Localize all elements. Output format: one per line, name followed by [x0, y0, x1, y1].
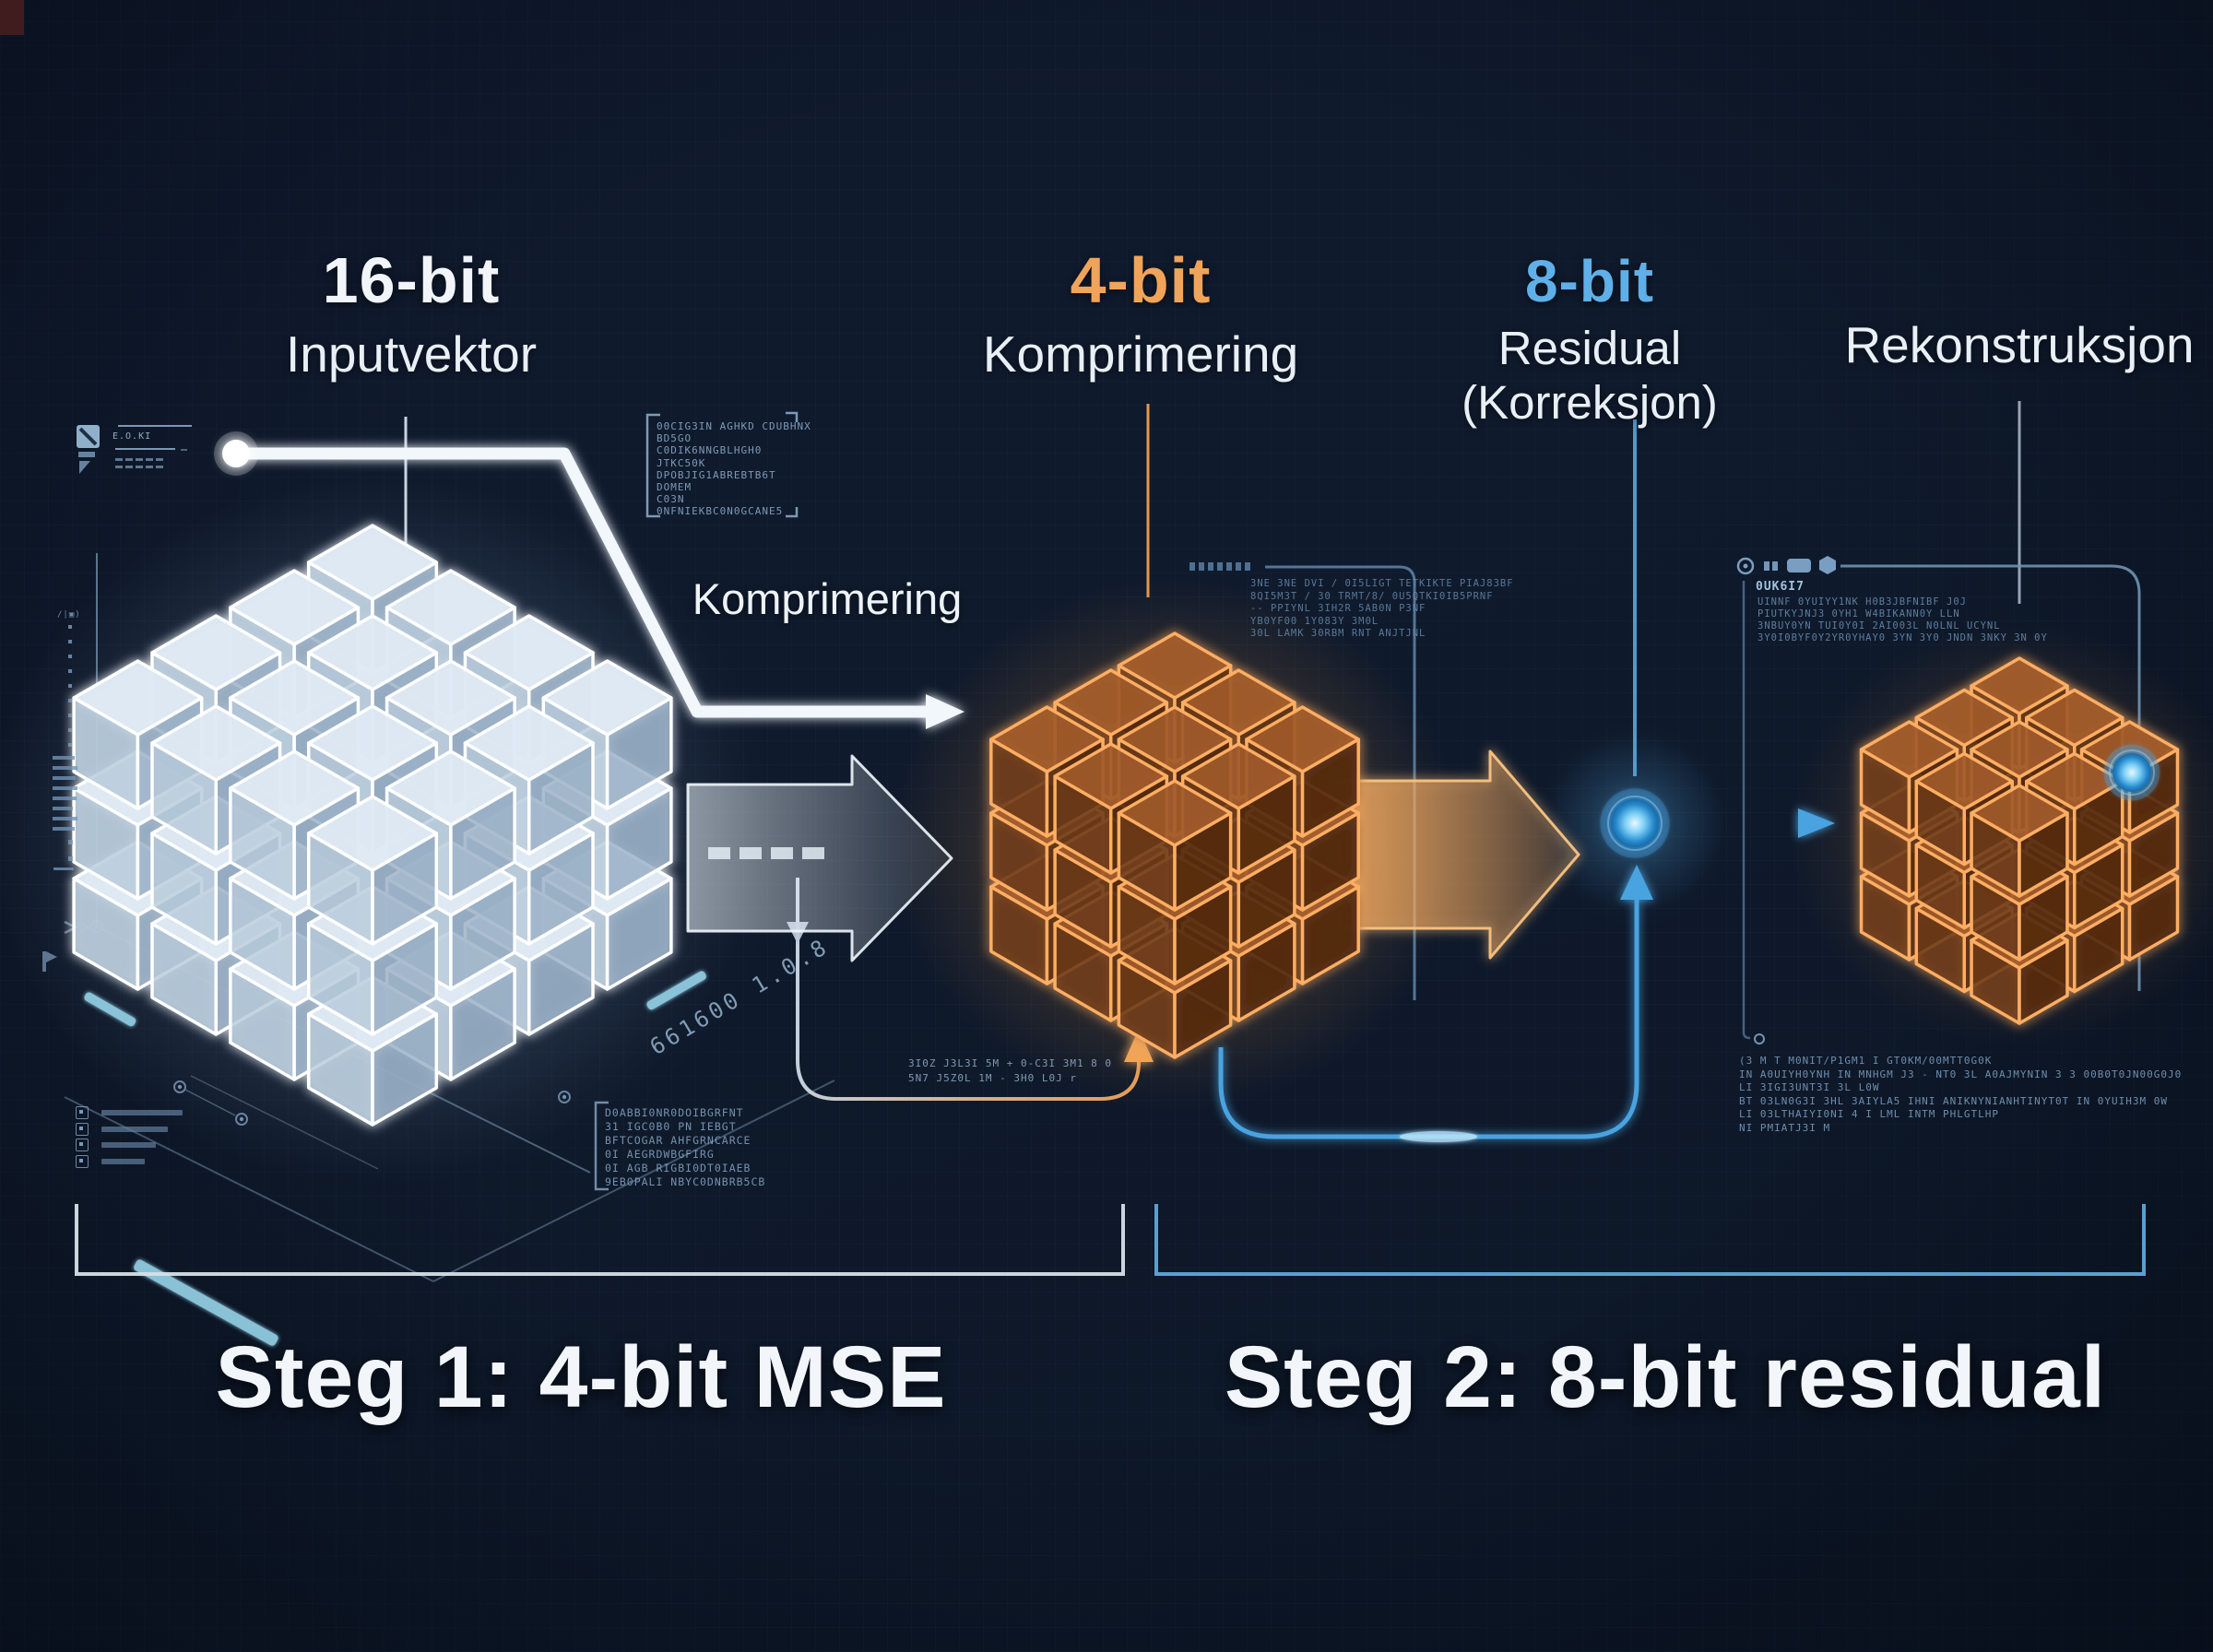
label-inputvektor: Inputvektor — [285, 325, 538, 383]
hud-text-line: NI PMIATJ3I M — [1739, 1121, 1831, 1134]
label-komprimering: Komprimering — [982, 325, 1299, 383]
ruler-square — [68, 856, 73, 861]
checklist-bar — [101, 1158, 145, 1164]
hud-text-line: BD5GO — [657, 432, 692, 445]
hud-text-line: 0NFNIEKBC0N0GCANE5 — [657, 505, 784, 518]
hud-text-line: UINNF 0YUIYY1NK H0B3JBFNIBF J0J — [1757, 596, 1967, 608]
checklist-bar — [101, 1142, 156, 1148]
ruler-dot — [68, 728, 72, 732]
hud-text-line: LI 3IGI3UNT3I 3L L0W — [1739, 1081, 1880, 1094]
checklist-row — [76, 1106, 183, 1119]
hud-text-line: C03N — [657, 493, 685, 506]
hud-text-line: 31 IGC0B0 PN IEBGT — [605, 1120, 737, 1133]
hud-text-line: JTKC50K — [657, 456, 706, 469]
checkbox-icon — [76, 1154, 89, 1168]
label-rekonstruksjon: Rekonstruksjon — [1844, 316, 2195, 373]
hud-text-line: 3NBUY0YN TUI0Y0I 2AI003L N0LNL UCYNL — [1757, 620, 2001, 631]
hud-text-line: -- PPIYNL 3IH2R 5AB0N P3NF — [1250, 603, 1426, 614]
ruler-dot — [68, 743, 72, 747]
compression-arrow-label: Komprimering — [692, 574, 963, 623]
hud-text-line: PIUTKYJNJ3 0YH1 W4BIKANN0Y LLN — [1757, 608, 1960, 620]
checklist-row — [76, 1139, 156, 1151]
checkbox-icon — [76, 1139, 89, 1151]
ruler-label: /|▣) — [57, 610, 81, 620]
caption-step1: Steg 1: 4-bit MSE — [215, 1328, 947, 1426]
label-8bit: 8-bit — [1524, 248, 1655, 314]
hud-text-line: YB0YF00 1Y083Y 3M0L — [1250, 615, 1379, 627]
spec-block-right-title: 0UK6I7 — [1756, 580, 1805, 594]
hud-text-line: 3I0Z J3L3I 5M + 0-C3I 3M1 8 0 — [908, 1057, 1113, 1069]
hud-text-line: DPOBJIG1ABREBTB6T — [657, 468, 776, 481]
hud-text-line: LI 03LTHAIYI0NI 4 I LML INTM PHLGTLHP — [1739, 1108, 2000, 1121]
hud-text-line: 00CIG3IN AGHKD CDUBHNX — [657, 420, 811, 432]
ruler-bar — [53, 766, 77, 770]
hud-text-line: IN A0UIYH0YNH IN MNHGM J3 - NT0 3L A0AJM… — [1739, 1068, 2183, 1080]
hud-text-line: 3NE 3NE DVI / 0I5LIGT TETKIKTE PIAJ83BF — [1250, 578, 1514, 589]
heading-residual: 8-bit Residual (Korreksjon) — [1462, 247, 1718, 430]
merge-dot — [2112, 753, 2151, 792]
input-cube-cluster — [72, 524, 673, 1127]
ruler-dash — [53, 867, 74, 870]
ruler-dot — [68, 699, 72, 702]
spec-block-curve-note: 3I0Z J3L3I 5M + 0-C3I 3M1 8 0 5N7 J5Z0L 1… — [908, 1056, 1112, 1086]
caption-step2: Steg 2: 8-bit residual — [1224, 1328, 2107, 1426]
label-residual: Residual — [1497, 322, 1682, 374]
checklist-bar — [101, 1126, 168, 1132]
hud-text-line: BFTCOGAR AHFGRNCARCE — [605, 1134, 751, 1147]
hud-text-line: 0I AGB RIGBI0DT0IAEB — [605, 1162, 751, 1174]
ruler-bar — [53, 786, 77, 790]
cube-cluster — [1859, 656, 2180, 1025]
ruler-bar — [53, 827, 75, 831]
hud-text-line: 5N7 J5Z0L 1M - 3H0 L0J r — [908, 1072, 1077, 1084]
heading-compressed: 4-bit Komprimering — [983, 243, 1298, 384]
hud-text-line: 30L LAMK 30RBM RNT ANJTJNL — [1250, 628, 1426, 639]
ruler-bar — [53, 756, 75, 760]
cube-cluster — [989, 631, 1360, 1059]
residual-dot — [1611, 799, 1659, 847]
checklist-row — [76, 1122, 168, 1136]
ruler-bar — [53, 796, 77, 800]
hud-text-line: 0UK6I7 — [1756, 580, 1805, 594]
hud-text-line: D0ABBI0NR0DOIBGRFNT — [605, 1106, 744, 1119]
checklist-bar — [101, 1110, 183, 1115]
ruler-dot — [68, 625, 72, 629]
hud-text-line: 3Y0I0BYF0Y2YR0YHAY0 3YN 3Y0 JNDN 3NKY 3N… — [1757, 632, 2048, 643]
ruler-dot — [68, 655, 72, 658]
hud-icon-label: E.O.KI — [112, 431, 152, 442]
hud-text-line: C0DIK6NNGBLHGH0 — [657, 444, 763, 457]
label-korreksjon: (Korreksjon) — [1462, 376, 1718, 429]
label-16bit: 16-bit — [322, 244, 501, 316]
ruler-bar — [53, 776, 76, 780]
ruler-dot — [68, 669, 72, 673]
hud-text-line: 0I AEGRDWBGFIRG — [605, 1148, 715, 1161]
hud-text-line: 8QI5M3T / 30 TRMT/8/ 0U5QTKI0IB5PRNF — [1250, 590, 1494, 602]
ruler-bar — [53, 807, 73, 810]
heading-input: 16-bit Inputvektor — [286, 243, 537, 384]
checkbox-icon — [76, 1122, 89, 1136]
heading-reconstruction: Rekonstruksjon — [1844, 315, 2194, 374]
ruler-square — [68, 840, 73, 844]
hud-text-line: 9EB0PALI NBYC0DNBRB5CB — [605, 1175, 766, 1188]
ruler-dot — [68, 684, 72, 688]
label-4bit: 4-bit — [1070, 244, 1212, 316]
checkbox-icon — [76, 1106, 89, 1119]
ruler-dot — [68, 714, 72, 717]
checklist-row — [76, 1154, 145, 1168]
ruler-bar — [53, 817, 77, 820]
ruler-dot — [68, 640, 72, 643]
hud-text-line: DOMEM — [657, 481, 692, 494]
hud-text-line: (3 M T M0NIT/P1GM1 I GT0KM/00MTT0G0K — [1739, 1055, 1993, 1067]
hud-text-line: BT 03LN0G3I 3HL 3AIYLA5 IHNI ANIKNYNIANH… — [1739, 1094, 2168, 1107]
